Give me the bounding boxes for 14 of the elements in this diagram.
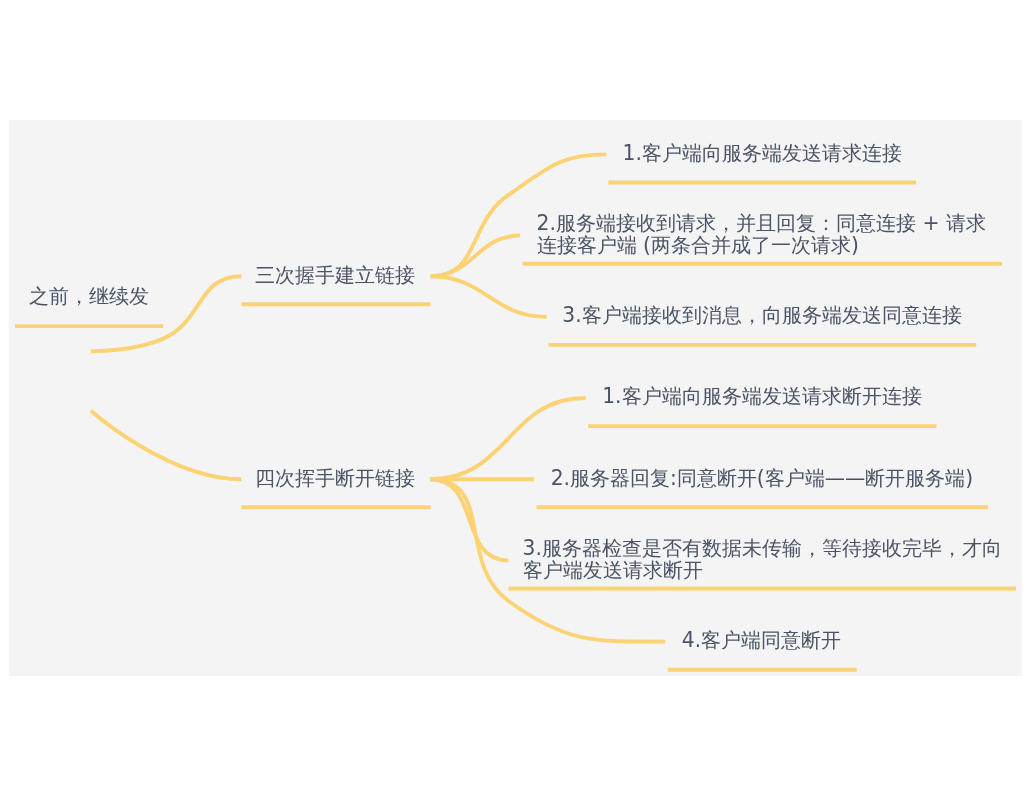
node-text: 2.服务端接收到请求，并且回复：同意连接 + 请求连接客户端 (两条合并成了一次请求) [536, 210, 986, 257]
node-text: 3.服务器检查是否有数据未传输，等待接收完毕，才向客户端发送请求断开 [522, 535, 1002, 582]
node-text: 之前，继续发 [29, 283, 149, 308]
connector [430, 476, 666, 644]
node-text: 1.客户端向服务端发送请求连接 [622, 140, 902, 165]
node-text: 四次挥手断开链接 [255, 465, 416, 490]
connector [89, 408, 242, 481]
node-text: 1.客户端向服务端发送请求断开连接 [602, 383, 922, 408]
connector [90, 273, 242, 353]
connector [430, 273, 547, 319]
node-text: 2.服务器回复:同意断开(客户端——断开服务端) [550, 465, 974, 490]
node-text: 3.客户端接收到消息，向服务端发送同意连接 [562, 302, 962, 327]
node-text: 4.客户端同意断开 [681, 627, 842, 652]
node-text: 三次握手建立链接 [255, 261, 416, 286]
